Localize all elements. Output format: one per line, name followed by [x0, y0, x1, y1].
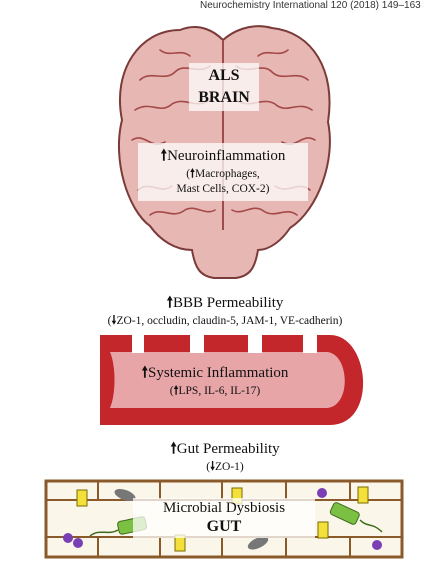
neuroinflammation-box: 🠕Neuroinflammation (🠕Macrophages, Mast C…	[138, 143, 308, 201]
gut-title: GUT	[206, 518, 242, 535]
neuroinflammation-label: Neuroinflammation	[167, 148, 286, 164]
als-title-line1: ALS	[208, 67, 240, 84]
gut-permeability: 🠕Gut Permeability (🠗ZO-1)	[120, 438, 330, 475]
bacterium-grey-1	[114, 488, 136, 502]
systemic-label: Systemic Inflammation	[148, 365, 289, 381]
bbb-label: BBB Permeability	[173, 295, 284, 311]
bacterium-green-2	[329, 502, 360, 525]
up-arrow-icon: 🠕	[190, 166, 195, 180]
vessel-gap-1	[132, 333, 144, 353]
journal-citation: Neurochemistry International 120 (2018) …	[200, 0, 421, 11]
paren-open: (	[206, 461, 211, 473]
bacterium-yellow-3	[357, 486, 369, 504]
paren-open: (	[186, 168, 191, 180]
vessel-lumen	[110, 352, 345, 408]
neuro-detail-line2: Mast Cells, COX-2)	[176, 183, 270, 195]
up-arrow-icon: 🠕	[170, 439, 177, 457]
bbb-detail: ZO-1, occludin, claudin-5, JAM-1, VE-cad…	[116, 315, 343, 327]
up-arrow-icon: 🠕	[160, 146, 168, 164]
vessel-gap-3	[248, 333, 262, 353]
down-arrow-icon: 🠗	[111, 313, 117, 327]
systemic-detail: LPS, IL-6, IL-17)	[178, 385, 261, 397]
paren-open: (	[169, 385, 174, 397]
bacterium-purple-2	[73, 538, 83, 548]
microbial-dysbiosis-label: Microbial Dysbiosis	[162, 500, 286, 516]
paren-open: (	[107, 315, 112, 327]
gut-label-box: Microbial Dysbiosis GUT	[133, 498, 315, 538]
up-arrow-icon: 🠕	[166, 293, 173, 311]
bacterium-grey-2	[247, 536, 269, 550]
als-title-line2: BRAIN	[198, 89, 250, 106]
bacterium-purple-4	[372, 540, 382, 550]
gut-perm-detail: ZO-1)	[215, 461, 244, 473]
up-arrow-icon: 🠕	[173, 383, 179, 397]
bacterium-yellow-1	[76, 489, 88, 507]
bbb-permeability: 🠕BBB Permeability (🠗ZO-1, occludin, clau…	[60, 292, 390, 329]
blood-vessel	[100, 333, 364, 425]
gut-perm-label: Gut Permeability	[176, 441, 280, 457]
bacterium-yellow-5	[317, 521, 329, 539]
als-brain-title: ALS BRAIN	[189, 63, 259, 111]
down-arrow-icon: 🠗	[210, 459, 216, 473]
bacterium-purple-3	[317, 488, 327, 498]
vessel-gap-4	[303, 333, 317, 353]
bacterium-purple-1	[63, 533, 73, 543]
systemic-inflammation: 🠕Systemic Inflammation (🠕LPS, IL-6, IL-1…	[110, 362, 320, 399]
up-arrow-icon: 🠕	[141, 363, 149, 381]
vessel-gap-2	[190, 333, 204, 353]
neuro-detail-line1: Macrophages,	[194, 168, 260, 180]
